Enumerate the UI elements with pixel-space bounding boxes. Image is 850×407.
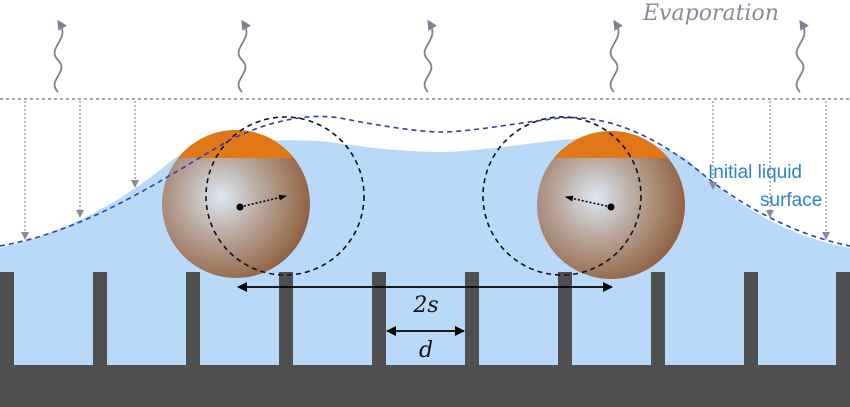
particle-cap <box>178 130 294 158</box>
wavy-up-arrow-icon <box>795 19 809 93</box>
pillar <box>0 272 14 367</box>
initial-surface-curve <box>0 115 850 247</box>
pillar <box>744 272 758 367</box>
pillar <box>836 272 850 367</box>
substrate-base <box>0 365 850 407</box>
wavy-up-arrow-icon <box>609 19 623 93</box>
dashed-circle-icon <box>482 116 642 276</box>
level-drop-arrows <box>21 101 830 240</box>
pillar <box>186 272 200 367</box>
pillar <box>558 272 572 367</box>
sphere-icon <box>162 130 310 278</box>
pillar <box>279 272 293 367</box>
pillar <box>93 272 107 367</box>
wavy-up-arrow-icon <box>237 19 251 93</box>
dashed-circle-icon <box>205 116 365 276</box>
pillar <box>651 272 665 367</box>
initial-surface-label-line2: surface <box>760 190 822 211</box>
pillar-array <box>0 272 850 367</box>
pillar <box>372 272 386 367</box>
pillar <box>465 272 479 367</box>
evaporation-label: Evaporation <box>642 1 779 26</box>
initial-surface-label-line1: Initial liquid <box>708 162 802 183</box>
wavy-up-arrow-icon <box>423 19 437 93</box>
particle-cap <box>553 131 669 158</box>
wavy-up-arrow-icon <box>53 19 67 93</box>
pillar-gap-label: d <box>419 338 433 363</box>
evaporation-arrows <box>53 19 809 93</box>
particle-left <box>162 130 310 278</box>
spacing-label: 2s <box>412 293 438 318</box>
